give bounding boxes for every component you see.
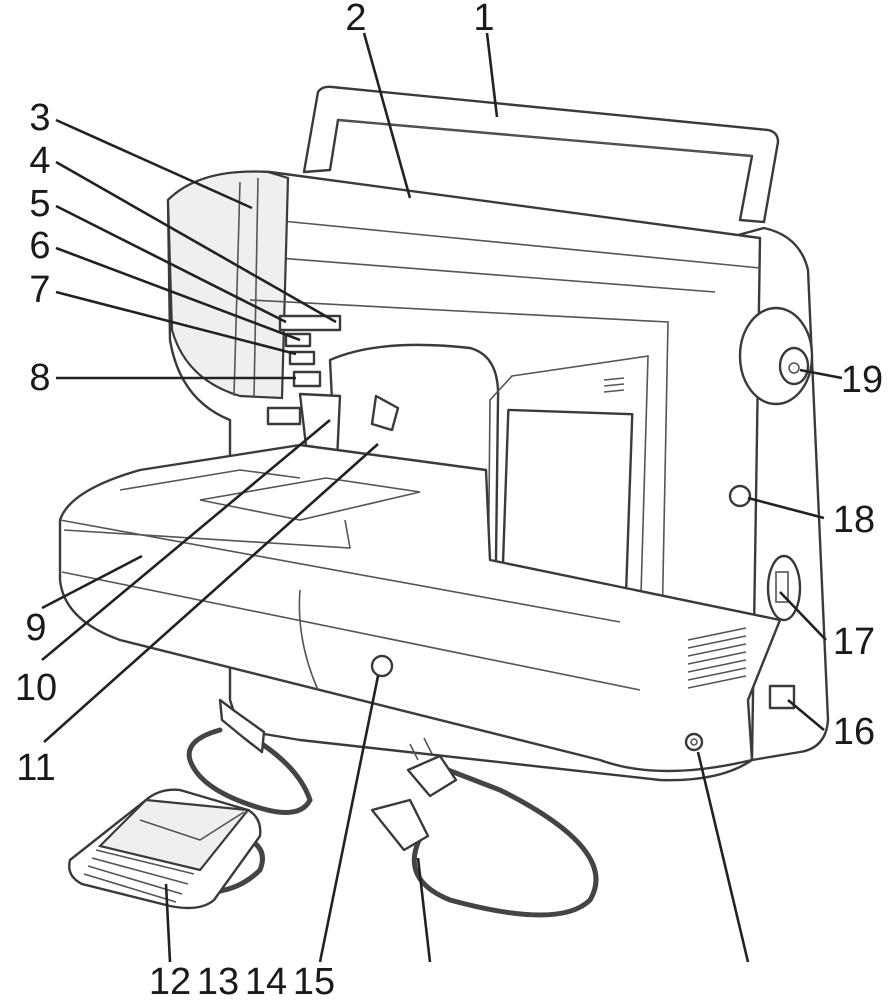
callout-4: 4 bbox=[29, 140, 50, 182]
callout-11: 11 bbox=[16, 747, 55, 789]
callout-7: 7 bbox=[29, 269, 50, 311]
callout-5: 5 bbox=[29, 183, 50, 225]
callout-13: 13 bbox=[197, 961, 239, 1001]
callout-15: 15 bbox=[293, 961, 335, 1001]
callout-1: 1 bbox=[473, 0, 494, 39]
leader-lines bbox=[41, 32, 843, 963]
callout-16: 16 bbox=[833, 711, 875, 753]
callout-12: 12 bbox=[149, 961, 191, 1001]
callout-6: 6 bbox=[29, 225, 50, 267]
machine-body bbox=[58, 170, 830, 782]
foot-controller bbox=[68, 698, 313, 910]
callout-17: 17 bbox=[833, 621, 875, 663]
callout-19: 19 bbox=[841, 359, 883, 401]
sewing-machine-illustration bbox=[58, 85, 830, 918]
callout-3: 3 bbox=[29, 97, 50, 139]
callout-labels: 1 2 3 4 5 6 7 8 9 10 11 12 13 14 15 16 1… bbox=[15, 0, 883, 1001]
callout-14: 14 bbox=[245, 961, 287, 1001]
carrying-handle bbox=[302, 85, 780, 224]
power-cord bbox=[370, 737, 599, 918]
callout-8: 8 bbox=[29, 357, 50, 399]
callout-10: 10 bbox=[15, 667, 57, 709]
callout-2: 2 bbox=[345, 0, 366, 39]
callout-9: 9 bbox=[25, 607, 46, 649]
callout-18: 18 bbox=[833, 499, 875, 541]
